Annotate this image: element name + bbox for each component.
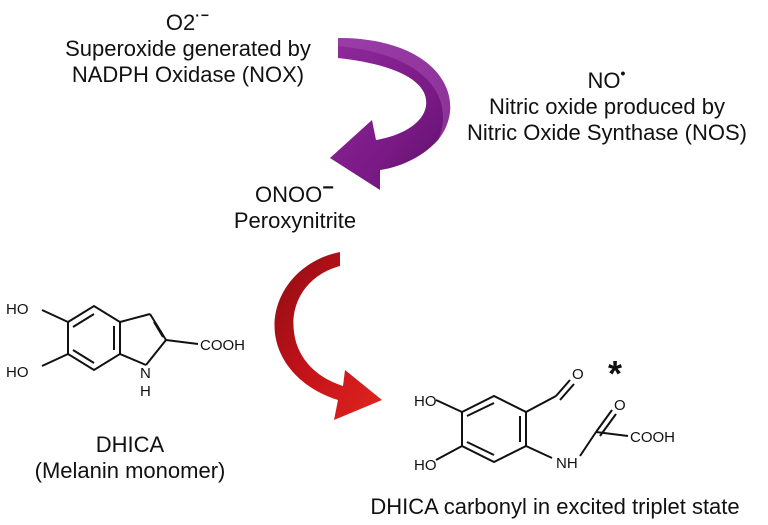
product-structure: [435, 379, 629, 464]
product-o-keto: O: [614, 397, 626, 414]
excited-state-star: *: [608, 353, 623, 394]
superoxide-label: O2·− Superoxide generated by NADPH Oxida…: [28, 2, 348, 88]
product-label: DHICA carbonyl in excited triplet state: [345, 494, 765, 520]
product-ho-bottom: HO: [414, 457, 437, 474]
nitric-oxide-formula: NO•: [587, 65, 627, 93]
dhica-ho-bottom: HO: [6, 364, 29, 381]
superoxide-line1: Superoxide generated by: [65, 36, 311, 61]
dhica-label: DHICA (Melanin monomer): [10, 432, 250, 484]
purple-arrow-highlight: [338, 38, 451, 140]
peroxynitrite-formula: ONOO−: [255, 177, 335, 207]
peroxynitrite-name: Peroxynitrite: [233, 208, 357, 233]
product-ho-top: HO: [414, 393, 437, 410]
product-nh: NH: [556, 455, 578, 472]
dhica-name: DHICA: [95, 432, 165, 457]
peroxynitrite-label: ONOO− Peroxynitrite: [210, 175, 380, 234]
nitric-oxide-line1: Nitric oxide produced by: [488, 94, 725, 119]
dhica-structure: [41, 304, 199, 372]
dhica-ho-top: HO: [6, 301, 29, 318]
purple-curved-arrow: [330, 38, 451, 190]
dhica-subtitle: (Melanin monomer): [34, 458, 226, 483]
nitric-oxide-label: NO• Nitric oxide produced by Nitric Oxid…: [448, 60, 766, 146]
superoxide-line2: NADPH Oxidase (NOX): [71, 62, 305, 87]
dhica-n: N: [140, 365, 151, 382]
product-o-aldehyde: O: [572, 366, 584, 383]
dhica-h: H: [140, 383, 151, 400]
product-name: DHICA carbonyl in excited triplet state: [370, 494, 740, 519]
product-cooh: COOH: [630, 429, 675, 446]
nitric-oxide-line2: Nitric Oxide Synthase (NOS): [467, 120, 747, 145]
superoxide-formula: O2·−: [165, 7, 211, 35]
red-curved-arrow: [274, 252, 382, 420]
dhica-cooh: COOH: [200, 337, 245, 354]
